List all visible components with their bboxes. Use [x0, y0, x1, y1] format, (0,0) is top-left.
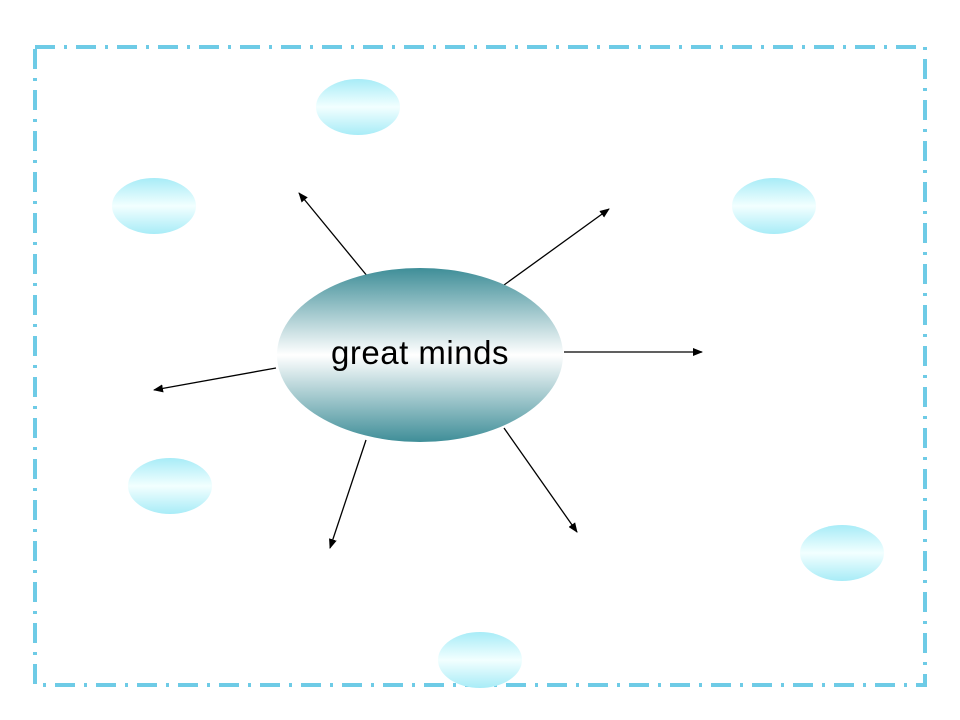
arrow-icon-down-right	[503, 427, 578, 533]
bubble-upper-right	[732, 178, 816, 234]
bubble-upper-left	[112, 178, 196, 234]
arrow-icon-down-left	[329, 439, 367, 549]
arrow-icon-up-left	[298, 192, 369, 278]
arrow-icon-left	[153, 367, 277, 393]
center-node	[277, 268, 563, 442]
bubble-bottom	[438, 632, 522, 688]
center-label: great minds	[331, 334, 509, 371]
bubble-lower-left	[128, 458, 212, 514]
bubble-lower-right	[800, 525, 884, 581]
arrow-icon-up-right	[503, 208, 610, 286]
bubble-top	[316, 79, 400, 135]
